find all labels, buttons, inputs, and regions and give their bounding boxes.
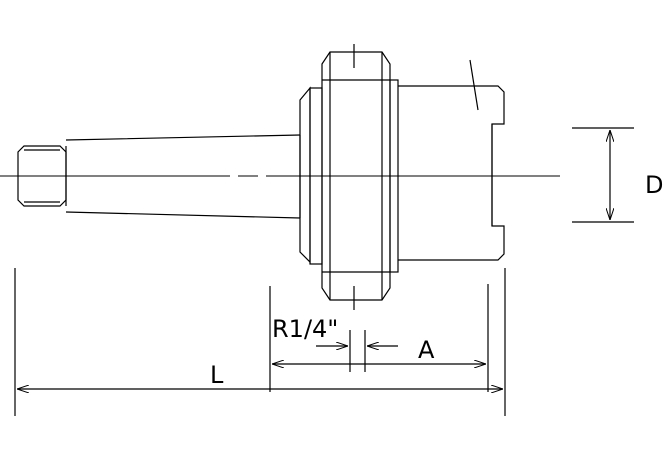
diameter-label: D [645, 171, 663, 199]
dimension-a-label: A [418, 336, 435, 364]
dimension-thread: R1/4" [272, 315, 398, 346]
flange [299, 44, 399, 310]
extension-lines [14, 268, 506, 416]
holder-body [398, 59, 505, 261]
dimension-a: A [272, 336, 486, 364]
dimension-l: L [17, 361, 503, 389]
overall-length-label: L [210, 361, 224, 389]
drive-end [17, 145, 67, 207]
thread-label: R1/4" [272, 315, 338, 343]
dimension-d: D [572, 127, 663, 223]
